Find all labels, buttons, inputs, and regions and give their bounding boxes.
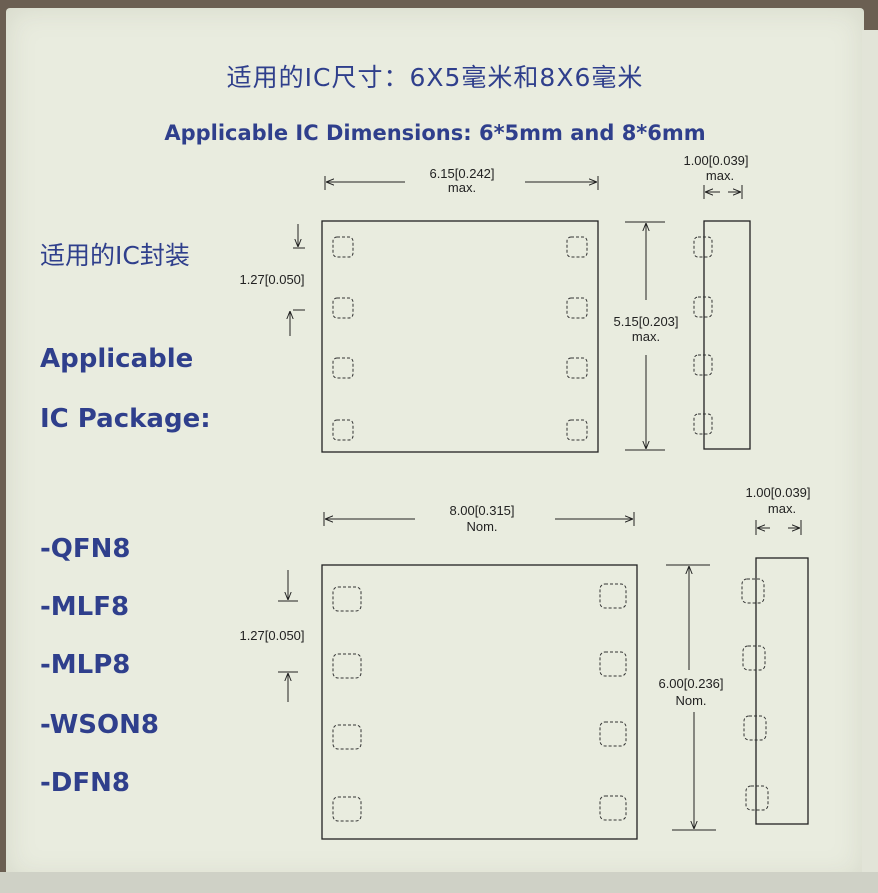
small-height-value: 5.15[0.203] [613, 314, 678, 329]
title-english: Applicable IC Dimensions: 6*5mm and 8*6m… [164, 121, 706, 145]
small-pitch-value: 1.27[0.050] [239, 272, 304, 287]
small-height-note: max. [632, 329, 660, 344]
small-thickness-note: max. [706, 168, 734, 183]
package-item-qfn8: -QFN8 [40, 534, 131, 564]
large-width-value: 8.00[0.315] [449, 503, 514, 518]
package-label-en-line2: IC Package: [40, 404, 211, 434]
large-height-note: Nom. [675, 693, 706, 708]
large-pad [599, 795, 627, 821]
package-item-mlf8: -MLF8 [40, 592, 130, 622]
small-width-note: max. [448, 180, 476, 195]
large-pad [599, 651, 627, 677]
small-side-pad [693, 236, 713, 258]
small-side-pad [693, 413, 713, 435]
large-width-note: Nom. [466, 519, 497, 534]
small-pad [332, 297, 354, 319]
package-item-wson8: -WSON8 [40, 710, 159, 740]
package-label-chinese: 适用的IC封装 [40, 241, 190, 270]
large-thickness-value: 1.00[0.039] [745, 485, 810, 500]
small-pad [566, 357, 588, 379]
large-height-value: 6.00[0.236] [658, 676, 723, 691]
small-side-pad [693, 354, 713, 376]
small-pad [332, 419, 354, 441]
large-package-drawing: 8.00[0.315] Nom. 1.27[0.050] 6.00[0.236]… [239, 485, 811, 840]
small-pad [332, 236, 354, 258]
large-pad [332, 796, 362, 822]
large-pitch-value: 1.27[0.050] [239, 628, 304, 643]
package-label-en-line1: Applicable [40, 344, 194, 374]
small-pad [332, 357, 354, 379]
small-side-pad [693, 296, 713, 318]
large-side-pad [742, 645, 766, 671]
large-package-body [321, 564, 638, 840]
small-pad [566, 297, 588, 319]
card-bottom-edge [0, 872, 878, 893]
small-thickness-value: 1.00[0.039] [683, 153, 748, 168]
small-pad [566, 419, 588, 441]
large-pad [599, 721, 627, 747]
small-side-view [703, 220, 751, 450]
large-pad [332, 586, 362, 612]
large-pad [332, 724, 362, 750]
small-width-value: 6.15[0.242] [429, 166, 494, 181]
small-pad [566, 236, 588, 258]
large-side-pad [743, 715, 767, 741]
packaging-card: 适用的IC尺寸：6X5毫米和8X6毫米 Applicable IC Dimens… [6, 8, 864, 880]
small-package-body [321, 220, 599, 453]
large-side-pad [745, 785, 769, 811]
large-thickness-note: max. [768, 501, 796, 516]
large-pad [599, 583, 627, 609]
title-chinese: 适用的IC尺寸：6X5毫米和8X6毫米 [226, 63, 644, 92]
large-pad [332, 653, 362, 679]
package-item-dfn8: -DFN8 [40, 768, 130, 798]
card-right-edge [862, 30, 878, 880]
large-side-view [755, 557, 809, 825]
large-side-pad [741, 578, 765, 604]
small-package-drawing: 6.15[0.242] max. 1.27[0.050] 5.15[0.203]… [239, 153, 751, 453]
package-item-mlp8: -MLP8 [40, 650, 131, 680]
